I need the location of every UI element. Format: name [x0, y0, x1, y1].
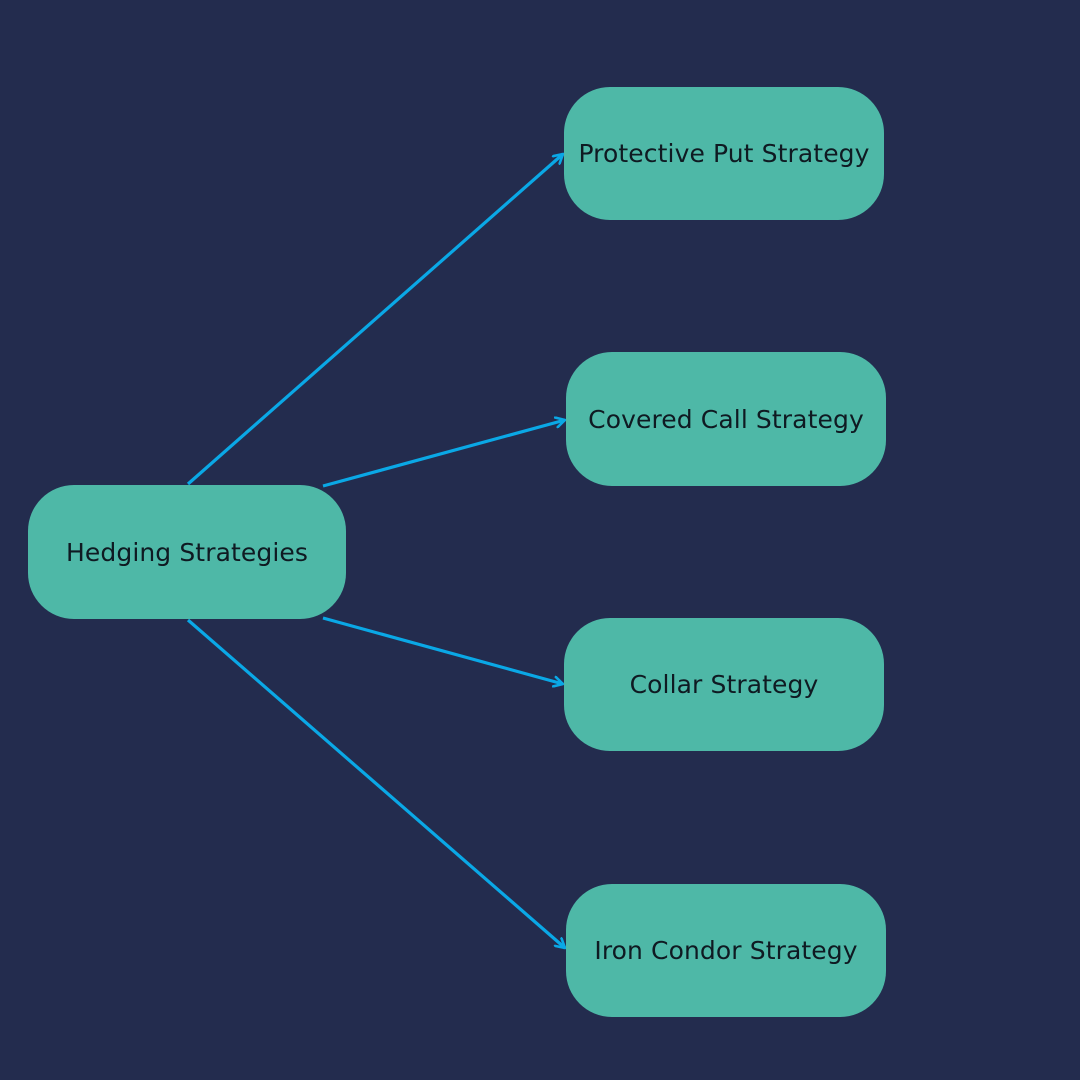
- child-node-covered-call: Covered Call Strategy: [566, 352, 886, 486]
- child-node-label: Collar Strategy: [629, 670, 819, 699]
- connector-arrow-collar: [322, 616, 563, 684]
- child-node-label: Protective Put Strategy: [578, 139, 870, 168]
- root-node-label: Hedging Strategies: [66, 537, 308, 567]
- root-node-hedging-strategies: Hedging Strategies: [28, 485, 346, 619]
- child-node-label: Covered Call Strategy: [588, 404, 864, 434]
- child-node-iron-condor: Iron Condor Strategy: [566, 884, 886, 1017]
- child-node-collar: Collar Strategy: [564, 618, 884, 751]
- child-node-protective-put: Protective Put Strategy: [564, 87, 884, 220]
- connector-arrow-iron-condor: [186, 618, 565, 948]
- connector-arrow-covered: [322, 420, 565, 488]
- connector-arrow-protective: [186, 154, 563, 486]
- child-node-label: Iron Condor Strategy: [594, 936, 858, 965]
